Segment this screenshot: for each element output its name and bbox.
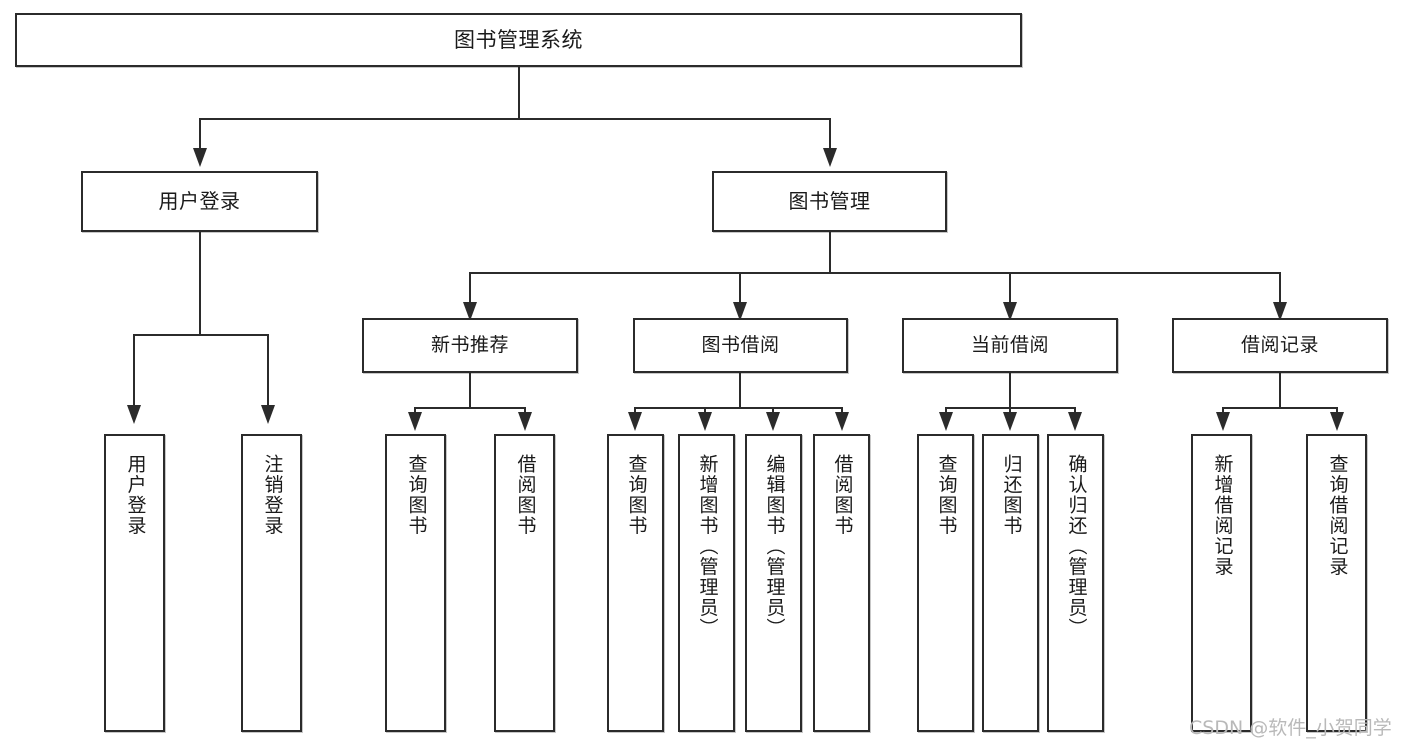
leaf-br-add-record[interactable]: 新增借阅记录 (1191, 434, 1252, 732)
connector-drop-cb-query (945, 407, 947, 415)
arrowhead-bb-query (628, 412, 642, 431)
connector-user-login-stem (199, 232, 201, 336)
node-label: 新增借阅记录 (1211, 454, 1234, 577)
leaf-cb-confirm-return[interactable]: 确认归还（管理员） (1047, 434, 1104, 732)
node-label: 新书推荐 (430, 334, 509, 357)
csdn-watermark: CSDN @软件_小贺同学 (1189, 717, 1392, 739)
connector-drop-leaf-logout (267, 334, 269, 406)
connector-level3-bus (469, 272, 1280, 274)
node-label: 查询借阅记录 (1326, 454, 1349, 577)
arrowhead-bb-borrow (835, 412, 849, 431)
leaf-nb-query-book[interactable]: 查询图书 (385, 434, 446, 732)
connector-new-book-bus (414, 407, 526, 409)
arrowhead-new-book (463, 302, 477, 321)
node-borrow-record[interactable]: 借阅记录 (1172, 318, 1388, 373)
arrowhead-bb-edit (766, 412, 780, 431)
node-label: 编辑图书（管理员） (763, 454, 786, 639)
node-label: 用户登录 (158, 188, 241, 213)
arrowhead-leaf-user-login (127, 405, 141, 424)
connector-book-borrow-stem (739, 373, 741, 409)
node-label: 归还图书 (1000, 454, 1023, 536)
leaf-br-query-record[interactable]: 查询借阅记录 (1306, 434, 1367, 732)
arrowhead-leaf-logout (261, 405, 275, 424)
connector-drop-bb-add (704, 407, 706, 415)
node-label: 查询图书 (935, 454, 958, 536)
node-user-login[interactable]: 用户登录 (81, 171, 318, 232)
leaf-cb-return-book[interactable]: 归还图书 (982, 434, 1039, 732)
arrowhead-book-mgmt (823, 148, 837, 167)
node-label: 当前借阅 (970, 334, 1049, 357)
arrowhead-current-borrow (1003, 302, 1017, 321)
connector-drop-book-mgmt (829, 118, 831, 149)
connector-drop-br-add (1222, 407, 1224, 415)
node-label: 借阅记录 (1240, 334, 1319, 357)
node-current-borrow[interactable]: 当前借阅 (902, 318, 1118, 373)
connector-borrow-record-bus (1222, 407, 1338, 409)
node-new-book-recommend[interactable]: 新书推荐 (362, 318, 578, 373)
leaf-user-login[interactable]: 用户登录 (104, 434, 165, 732)
connector-current-borrow-stem (1009, 373, 1011, 409)
connector-level2-bus (199, 118, 831, 120)
leaf-logout[interactable]: 注销登录 (241, 434, 302, 732)
connector-drop-bb-query (634, 407, 636, 415)
arrowhead-cb-return (1003, 412, 1017, 431)
node-label: 图书管理系统 (454, 27, 583, 52)
leaf-cb-query-book[interactable]: 查询图书 (917, 434, 974, 732)
node-label: 借阅图书 (514, 454, 537, 536)
connector-root-stem (518, 67, 520, 118)
connector-drop-bb-edit (772, 407, 774, 415)
node-label: 确认归还（管理员） (1065, 454, 1088, 639)
arrowhead-cb-query (939, 412, 953, 431)
connector-book-mgmt-stem (829, 232, 831, 274)
arrowhead-cb-confirm (1068, 412, 1082, 431)
connector-drop-leaf-user-login (133, 334, 135, 406)
node-label: 图书管理 (788, 188, 871, 213)
arrowhead-user-login (193, 148, 207, 167)
arrowhead-nb-query (408, 412, 422, 431)
leaf-bb-query-book[interactable]: 查询图书 (607, 434, 664, 732)
arrowhead-br-query (1330, 412, 1344, 431)
node-label: 借阅图书 (831, 454, 854, 536)
node-label: 注销登录 (261, 454, 284, 536)
node-label: 查询图书 (625, 454, 648, 536)
connector-new-book-stem (469, 373, 471, 409)
connector-drop-cb-confirm (1074, 407, 1076, 415)
node-book-management[interactable]: 图书管理 (712, 171, 947, 232)
arrowhead-bb-add (698, 412, 712, 431)
connector-book-borrow-bus (634, 407, 843, 409)
arrowhead-nb-borrow (518, 412, 532, 431)
connector-drop-nb-borrow (524, 407, 526, 415)
connector-drop-current-borrow (1009, 272, 1011, 303)
node-root-system[interactable]: 图书管理系统 (15, 13, 1022, 67)
connector-drop-new-book (469, 272, 471, 303)
arrowhead-br-add (1216, 412, 1230, 431)
connector-drop-nb-query (414, 407, 416, 415)
node-book-borrow[interactable]: 图书借阅 (633, 318, 848, 373)
node-label: 查询图书 (405, 454, 428, 536)
connector-drop-br-query (1336, 407, 1338, 415)
arrowhead-borrow-record (1273, 302, 1287, 321)
connector-drop-bb-borrow (841, 407, 843, 415)
connector-drop-book-borrow (739, 272, 741, 303)
connector-user-login-bus (133, 334, 269, 336)
leaf-bb-borrow-book[interactable]: 借阅图书 (813, 434, 870, 732)
connector-borrow-record-stem (1279, 373, 1281, 409)
leaf-nb-borrow-book[interactable]: 借阅图书 (494, 434, 555, 732)
leaf-bb-add-book[interactable]: 新增图书（管理员） (678, 434, 735, 732)
arrowhead-book-borrow (733, 302, 747, 321)
connector-drop-cb-return (1009, 407, 1011, 415)
node-label: 用户登录 (124, 454, 147, 536)
leaf-bb-edit-book[interactable]: 编辑图书（管理员） (745, 434, 802, 732)
connector-drop-user-login (199, 118, 201, 149)
node-label: 图书借阅 (701, 334, 780, 357)
node-label: 新增图书（管理员） (696, 454, 719, 639)
connector-drop-borrow-record (1279, 272, 1281, 303)
